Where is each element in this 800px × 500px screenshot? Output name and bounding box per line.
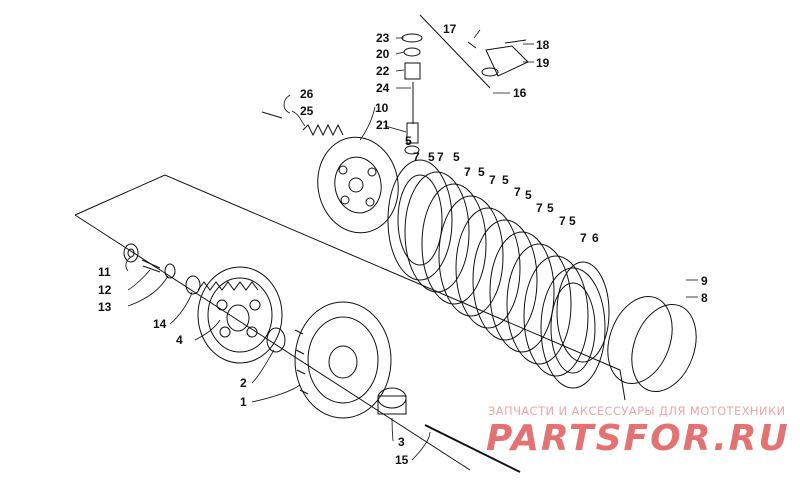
callout-2: 2 [240, 376, 247, 390]
callout-17: 17 [443, 22, 457, 36]
rings-8-9 [607, 295, 697, 393]
callout-7c: 7 [464, 165, 471, 179]
callout-5g: 5 [547, 201, 554, 215]
clutch-plate-stack [387, 159, 610, 389]
callout-5b: 5 [428, 150, 435, 164]
callout-18: 18 [536, 38, 550, 52]
callout-4: 4 [176, 333, 183, 347]
callout-7d: 7 [489, 173, 496, 187]
leader-lines [125, 29, 698, 461]
callout-8: 8 [701, 291, 708, 305]
callout-10: 10 [375, 101, 389, 115]
callout-1: 1 [240, 395, 247, 409]
callout-9: 9 [701, 274, 708, 288]
clutch-hub [197, 266, 283, 364]
callout-26: 26 [300, 87, 314, 101]
clutch-basket [294, 301, 392, 419]
callout-7f: 7 [536, 201, 543, 215]
callout-7e: 7 [514, 185, 521, 199]
watermark-subtitle: ЗАПЧАСТИ И АКСЕССУАРЫ ДЛЯ МОТОТЕХНИКИ [488, 404, 786, 418]
callout-5f: 5 [525, 188, 532, 202]
collar-and-shaft [377, 387, 521, 473]
thrust-washer [266, 327, 286, 353]
callout-15: 15 [395, 453, 409, 467]
callout-labels: 23 20 22 24 17 18 19 16 26 25 10 21 5 7 … [98, 22, 708, 467]
release-lever [467, 39, 529, 77]
callout-5c: 5 [453, 150, 460, 164]
callout-25: 25 [300, 104, 314, 118]
callout-11: 11 [98, 265, 111, 279]
callout-5e: 5 [502, 173, 509, 187]
assembly-plane [74, 174, 626, 401]
callout-7a: 7 [413, 150, 420, 164]
callout-14: 14 [153, 317, 167, 331]
nut-washer-set [123, 243, 201, 295]
callout-23: 23 [376, 31, 390, 45]
spring-bolt [261, 111, 344, 137]
callout-22: 22 [376, 64, 390, 78]
callout-6: 6 [592, 231, 599, 245]
callout-19: 19 [536, 56, 550, 70]
callout-12: 12 [98, 283, 112, 297]
callout-16: 16 [513, 86, 527, 100]
callout-20: 20 [376, 47, 390, 61]
watermark-logo: PARTSFOR.RU [486, 418, 790, 459]
callout-5h: 5 [569, 214, 576, 228]
callout-13: 13 [98, 300, 112, 314]
callout-7h: 7 [580, 231, 587, 245]
callout-24: 24 [376, 81, 390, 95]
pressure-plate [317, 136, 399, 234]
callout-21: 21 [376, 118, 390, 132]
callout-5d: 5 [478, 165, 485, 179]
callout-5a: 5 [405, 134, 412, 148]
callout-7g: 7 [559, 214, 566, 228]
callout-7b: 7 [437, 150, 444, 164]
callout-3: 3 [398, 435, 405, 449]
